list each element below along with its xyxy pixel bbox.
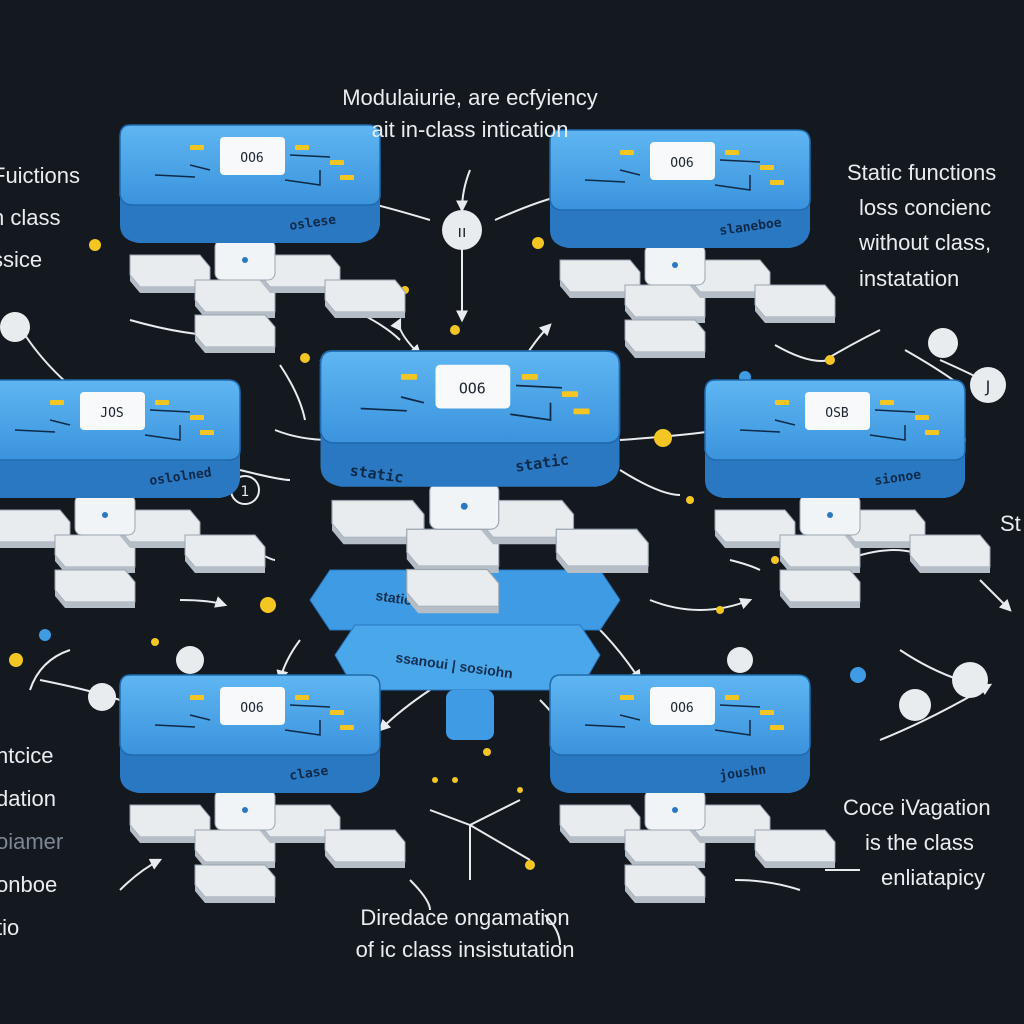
- block: [194, 864, 276, 903]
- module-tag: OO6: [670, 701, 693, 716]
- block: [194, 314, 276, 353]
- module-tag-card: [435, 364, 511, 409]
- block: [184, 534, 266, 573]
- module-mid-right: OSB sionoe: [704, 379, 991, 608]
- module-side-label: clase: [288, 764, 329, 784]
- module-tag-card: [650, 142, 715, 180]
- highlight-marks: [190, 695, 354, 730]
- caption-bottom: Diredace ongamation of ic class insistut…: [355, 905, 575, 962]
- block: [624, 319, 706, 358]
- hub-node-right: J: [970, 367, 1006, 403]
- svg-text:ıı: ıı: [458, 222, 467, 241]
- node-orb: [176, 646, 204, 674]
- module-tag-card: [220, 137, 285, 175]
- highlight-marks: [775, 400, 939, 435]
- block: [54, 534, 136, 573]
- block: [129, 254, 211, 293]
- svg-text:J: J: [985, 377, 991, 396]
- highlight-marks: [190, 145, 354, 180]
- connector-block: [644, 789, 706, 831]
- connector-block: [429, 482, 500, 530]
- highlight-marks: [50, 400, 214, 435]
- node-orb: [727, 647, 753, 673]
- node-orb: [0, 312, 30, 342]
- svg-text:1: 1: [241, 484, 250, 500]
- block: [555, 528, 649, 573]
- module-bottom-right: OO6 joushn: [549, 674, 836, 903]
- module-tag-card: [80, 392, 145, 430]
- block: [779, 534, 861, 573]
- block: [406, 528, 500, 573]
- connector-block: [214, 239, 276, 281]
- code-scribble: [154, 704, 331, 736]
- module-tag: JOS: [100, 406, 123, 421]
- code-scribble: [584, 704, 761, 736]
- module-side-label: joushn: [718, 763, 767, 784]
- node-orb: [899, 689, 931, 721]
- modules: OO6osleseOO6slaneboeOO6staticstaticJOSos…: [0, 124, 991, 903]
- block: [324, 279, 406, 318]
- caption-top: Modulaiurie, are ecfyiency ait in-class …: [342, 85, 598, 142]
- code-scribble: [154, 154, 331, 186]
- block: [559, 259, 641, 298]
- module-tag: OO6: [240, 151, 263, 166]
- module-top-left: OO6 oslese: [119, 124, 406, 353]
- caption-right-mid: St: [1000, 511, 1021, 536]
- block: [779, 569, 861, 608]
- block: [194, 829, 276, 868]
- block: [909, 534, 991, 573]
- connector-block: [644, 244, 706, 286]
- module-side-label: oslese: [288, 213, 337, 234]
- module-side-label: sionoe: [873, 468, 922, 489]
- module-tag: OO6: [670, 156, 693, 171]
- block: [406, 568, 500, 614]
- code-scribble: [739, 409, 916, 441]
- caption-right-top: Static functions loss concienc without c…: [847, 160, 997, 291]
- module-tag: OO6: [240, 701, 263, 716]
- block: [54, 569, 136, 608]
- block: [624, 864, 706, 903]
- block: [624, 829, 706, 868]
- code-scribble: [360, 384, 563, 421]
- svg-text:static: static: [375, 587, 414, 608]
- caption-right-bottom: Coce iVagation is the class enliatapicy: [843, 795, 991, 891]
- highlight-marks: [401, 374, 590, 415]
- module-bottom-left: OO6 clase: [119, 674, 406, 903]
- module-tag-card: [805, 392, 870, 430]
- block: [624, 284, 706, 323]
- block: [194, 279, 276, 318]
- module-tag: OO6: [459, 380, 486, 398]
- connector-block: [214, 789, 276, 831]
- code-scribble: [14, 409, 191, 441]
- module-tag-card: [220, 687, 285, 725]
- module-tag: OSB: [825, 406, 849, 421]
- block: [754, 284, 836, 323]
- node-orb: [88, 683, 116, 711]
- caption-left-bottom: ntcice dation oiamer onboe tio: [0, 743, 64, 940]
- node-orb: [928, 328, 958, 358]
- block: [324, 829, 406, 868]
- block: [754, 829, 836, 868]
- connector-block: [799, 494, 861, 536]
- hub-node-top: ıı: [442, 210, 482, 250]
- code-scribble: [584, 159, 761, 191]
- node-orb: [952, 662, 988, 698]
- highlight-marks: [620, 695, 784, 730]
- connector-block: [74, 494, 136, 536]
- highlight-marks: [620, 150, 784, 185]
- module-tag-card: [650, 687, 715, 725]
